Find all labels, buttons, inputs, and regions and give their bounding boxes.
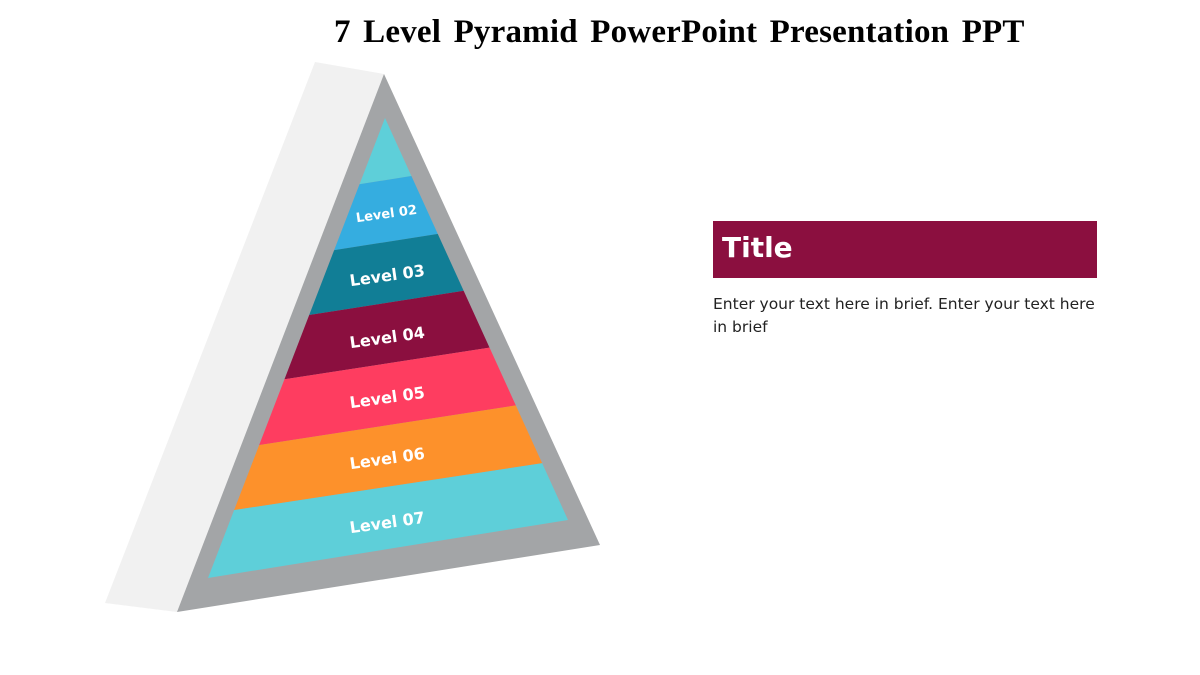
slide-title: 7 Level Pyramid PowerPoint Presentation … [334, 14, 1025, 50]
info-text[interactable]: Enter your text here in brief. Enter you… [713, 295, 1095, 336]
level-04-band[interactable] [260, 289, 500, 383]
info-title[interactable]: Title [713, 221, 1097, 278]
pyramid-side-face [105, 62, 384, 612]
info-box: Title Enter your text here in brief. Ent… [713, 221, 1097, 339]
level-03-band[interactable] [290, 232, 475, 318]
level-05-band[interactable] [240, 346, 525, 448]
level-06-band[interactable] [215, 404, 550, 513]
